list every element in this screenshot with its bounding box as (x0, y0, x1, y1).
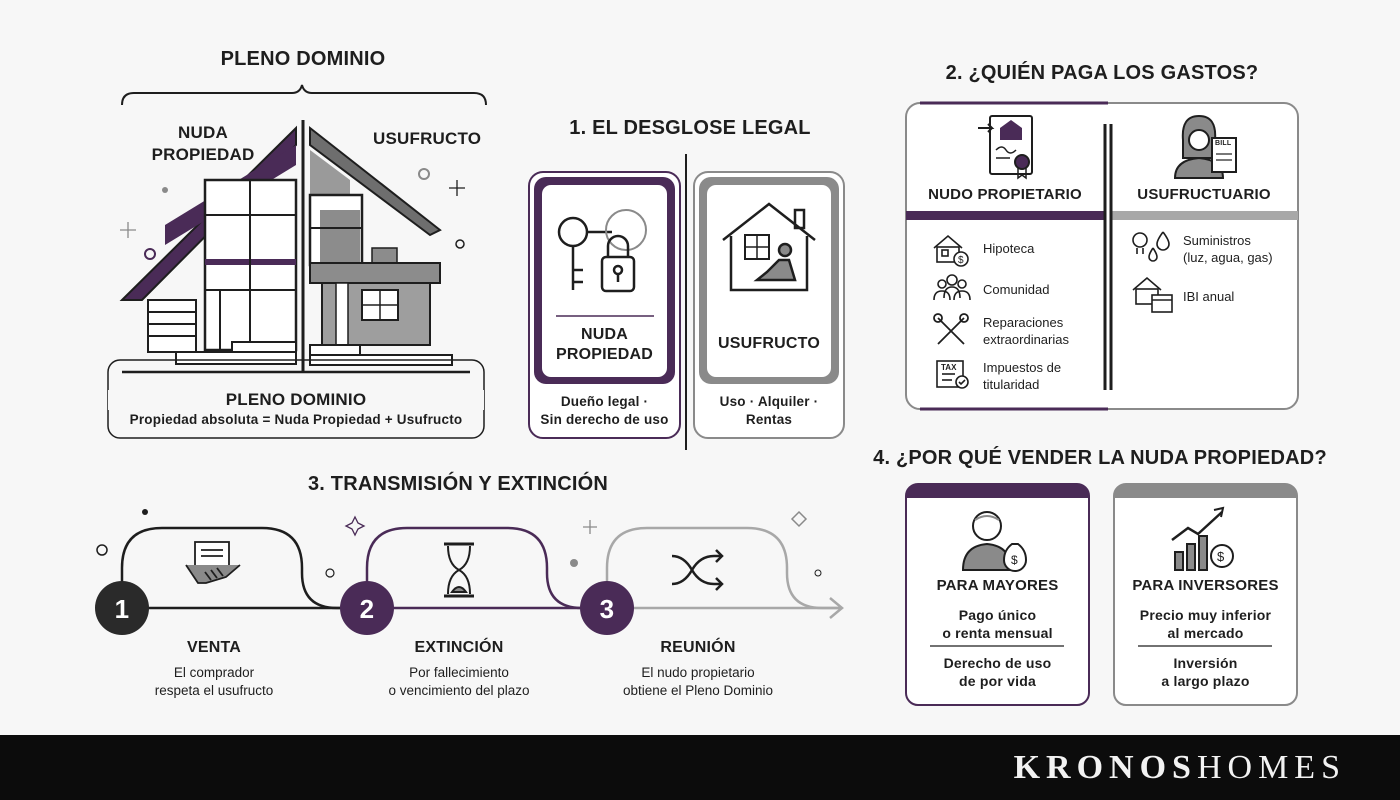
diagram-graphics: $ TAX (95, 84, 1299, 706)
timeline (120, 526, 844, 619)
step1-desc: El comprador respeta el usufructo (154, 665, 274, 698)
document-seal-icon (978, 115, 1033, 180)
brand-bold: KRONOS (1013, 749, 1197, 786)
inversores-line2: Inversión a largo plazo (1161, 655, 1250, 689)
step3-desc: El nudo propietario obtiene el Pleno Dom… (622, 665, 774, 698)
people-icon (933, 274, 971, 301)
tax-label: TAX (941, 363, 957, 372)
card-nuda-desc: Dueño legal · Sin derecho de uso (540, 394, 669, 427)
gasto-hipoteca: Hipoteca (983, 241, 1035, 256)
card-usufructo-title: USUFRUCTO (718, 335, 820, 352)
step2-circle (340, 581, 394, 635)
step3-title: REUNIÓN (660, 639, 736, 656)
brace-icon (121, 84, 487, 106)
house-illustration (119, 120, 470, 374)
step1-circle (95, 581, 149, 635)
mayores-title: PARA MAYORES (936, 577, 1059, 594)
key-lock-icon (557, 209, 647, 293)
pleno-top-title: PLENO DOMINIO (220, 48, 386, 70)
mayores-line2: Derecho de uso de por vida (943, 655, 1052, 689)
elderly-money-icon: $ (961, 511, 1028, 572)
step2-title: EXTINCIÓN (414, 639, 504, 656)
usufructuario-header: USUFRUCTUARIO (1137, 186, 1271, 203)
hourglass-icon (444, 542, 474, 598)
section1-title: 1. EL DESGLOSE LEGAL (569, 117, 811, 139)
woman-bill-icon (1173, 114, 1237, 179)
step3-circle (580, 581, 634, 635)
utilities-icon (1132, 231, 1170, 262)
inversores-title: PARA INVERSORES (1132, 577, 1279, 594)
step1-title: VENTA (186, 639, 242, 656)
section4-title: 4. ¿POR QUÉ VENDER LA NUDA PROPIEDAD? (873, 447, 1327, 469)
nudo-propietario-header: NUDO PROPIETARIO (928, 186, 1082, 203)
section2-title: 2. ¿QUIÉN PAGA LOS GASTOS? (945, 62, 1259, 84)
gasto-impuestos: Impuestos de titularidad (983, 360, 1062, 392)
card-nuda-title: NUDA PROPIEDAD (556, 326, 653, 363)
step3-number: 3 (599, 594, 615, 624)
card-usufructo-desc: Uso · Alquiler · Rentas (719, 394, 819, 427)
shuffle-icon (671, 549, 724, 591)
step1-number: 1 (114, 594, 130, 624)
growth-chart-icon: $ (1171, 506, 1234, 571)
svg-text:$: $ (1011, 553, 1018, 567)
brand-logo[interactable]: KRONOSHOMES (1014, 749, 1346, 787)
footer-bar: KRONOSHOMES (0, 735, 1400, 800)
house-dollar-icon: $ (933, 234, 969, 267)
tax-icon (936, 360, 969, 389)
gasto-suministros: Suministros (luz, agua, gas) (1183, 233, 1273, 265)
gasto-ibi: IBI anual (1183, 289, 1235, 304)
step2-number: 2 (359, 594, 375, 624)
pleno-box-title: PLENO DOMINIO (108, 390, 484, 410)
pleno-box-subtitle: Propiedad absoluta = Nuda Propiedad + Us… (129, 412, 463, 427)
section3-title: 3. TRANSMISIÓN Y EXTINCIÓN (307, 473, 609, 495)
brand-light: HOMES (1196, 749, 1346, 786)
bill-label: BILL (1215, 140, 1232, 147)
handshake-icon (185, 541, 241, 584)
step2-desc: Por fallecimiento o vencimiento del plaz… (388, 665, 530, 698)
gasto-reparaciones: Reparaciones extraordinarias (983, 315, 1069, 347)
mayores-line1: Pago único o renta mensual (942, 607, 1053, 641)
house-calendar-icon (1132, 276, 1173, 313)
svg-text:$: $ (958, 255, 964, 266)
house-person-icon (722, 202, 816, 292)
gasto-comunidad: Comunidad (983, 282, 1050, 297)
inversores-line1: Precio muy inferior al mercado (1139, 607, 1272, 641)
usufructo-label: USUFRUCTO (373, 129, 482, 148)
tools-icon (933, 313, 969, 345)
nuda-propiedad-label: NUDA PROPIEDAD (151, 123, 255, 164)
svg-text:$: $ (1217, 549, 1225, 564)
